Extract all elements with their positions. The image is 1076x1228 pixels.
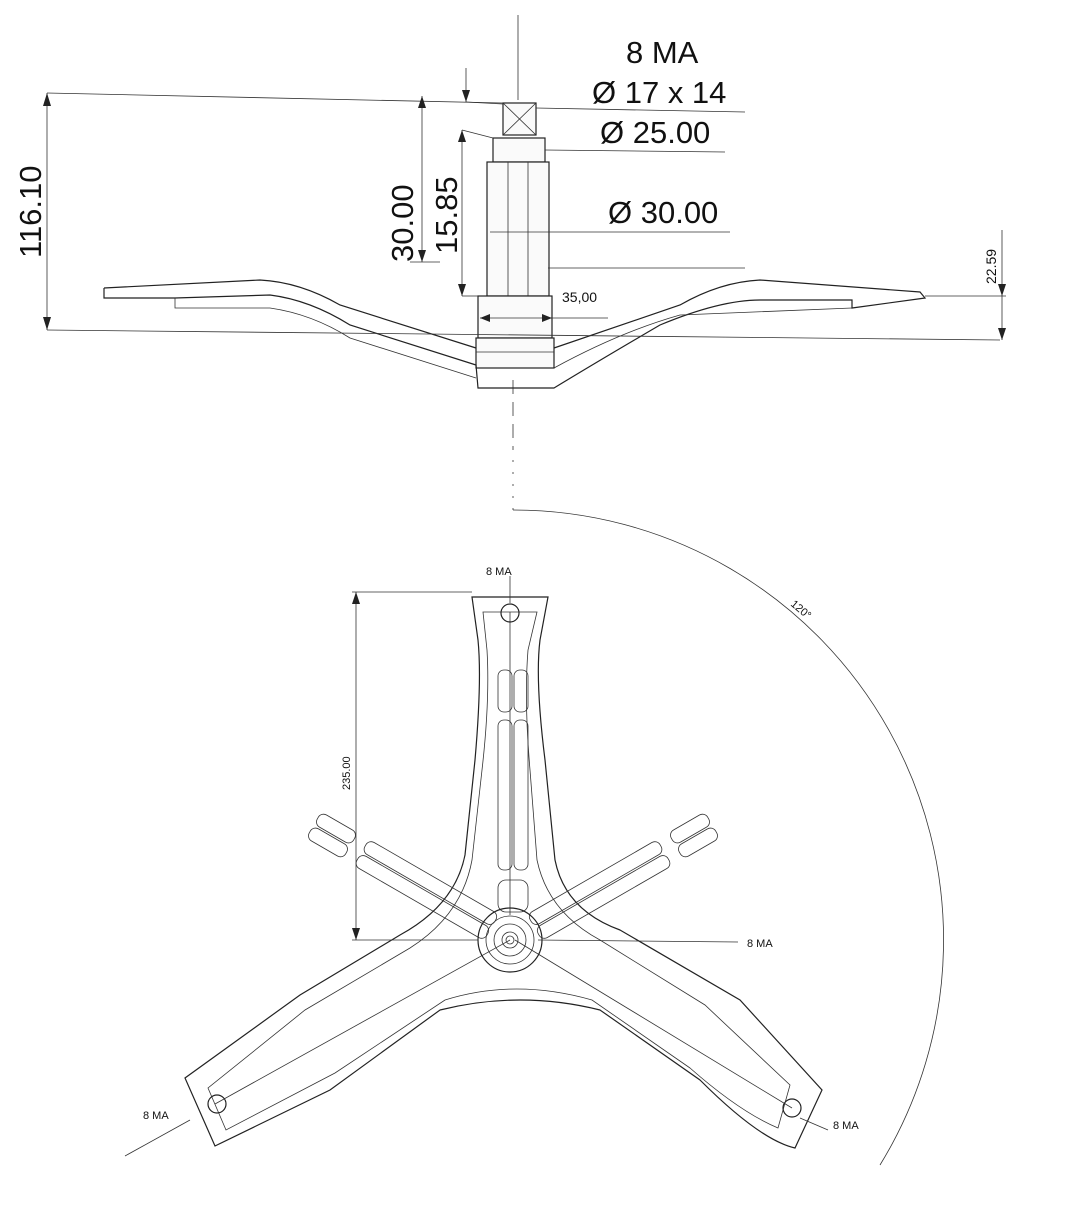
hole-right xyxy=(782,1098,802,1118)
hole-left xyxy=(207,1094,227,1114)
thread-label: 8 MA xyxy=(626,35,699,70)
arm-length-label: 235.00 xyxy=(341,756,353,790)
shaft-length-label: 30.00 xyxy=(385,184,420,262)
hole-top xyxy=(500,603,520,623)
hole-top-label: 8 MA xyxy=(486,566,512,578)
hub-label: 8 MA xyxy=(747,938,773,950)
shaft-collar xyxy=(492,137,546,163)
main-shaft xyxy=(486,161,550,297)
hole-left-label: 8 MA xyxy=(143,1110,169,1122)
top-view: 120° xyxy=(124,509,944,1166)
hub-body xyxy=(477,295,553,339)
hole-right-label: 8 MA xyxy=(833,1120,859,1132)
arm-slots xyxy=(214,612,793,1109)
flange-drop-label: 22.59 xyxy=(983,249,999,284)
square-shaft-dim-label: Ø 17 x 14 xyxy=(592,75,726,110)
shaft-dia-2-label: Ø 30.00 xyxy=(608,195,718,230)
flange-profile xyxy=(103,279,927,389)
angle-label: 120° xyxy=(788,598,813,622)
side-view: 116.10 30.00 15.85 8 MA Ø 17 x 14 Ø 25.0… xyxy=(13,15,1006,510)
hub-base xyxy=(475,337,555,369)
shaft-dia-1-label: Ø 25.00 xyxy=(600,115,710,150)
spider-outline xyxy=(184,596,823,1149)
step-length-label: 15.85 xyxy=(429,176,464,254)
angle-arc xyxy=(512,509,944,1166)
overall-height-label: 116.10 xyxy=(13,165,48,258)
hub-width-label: 35,00 xyxy=(562,289,597,305)
